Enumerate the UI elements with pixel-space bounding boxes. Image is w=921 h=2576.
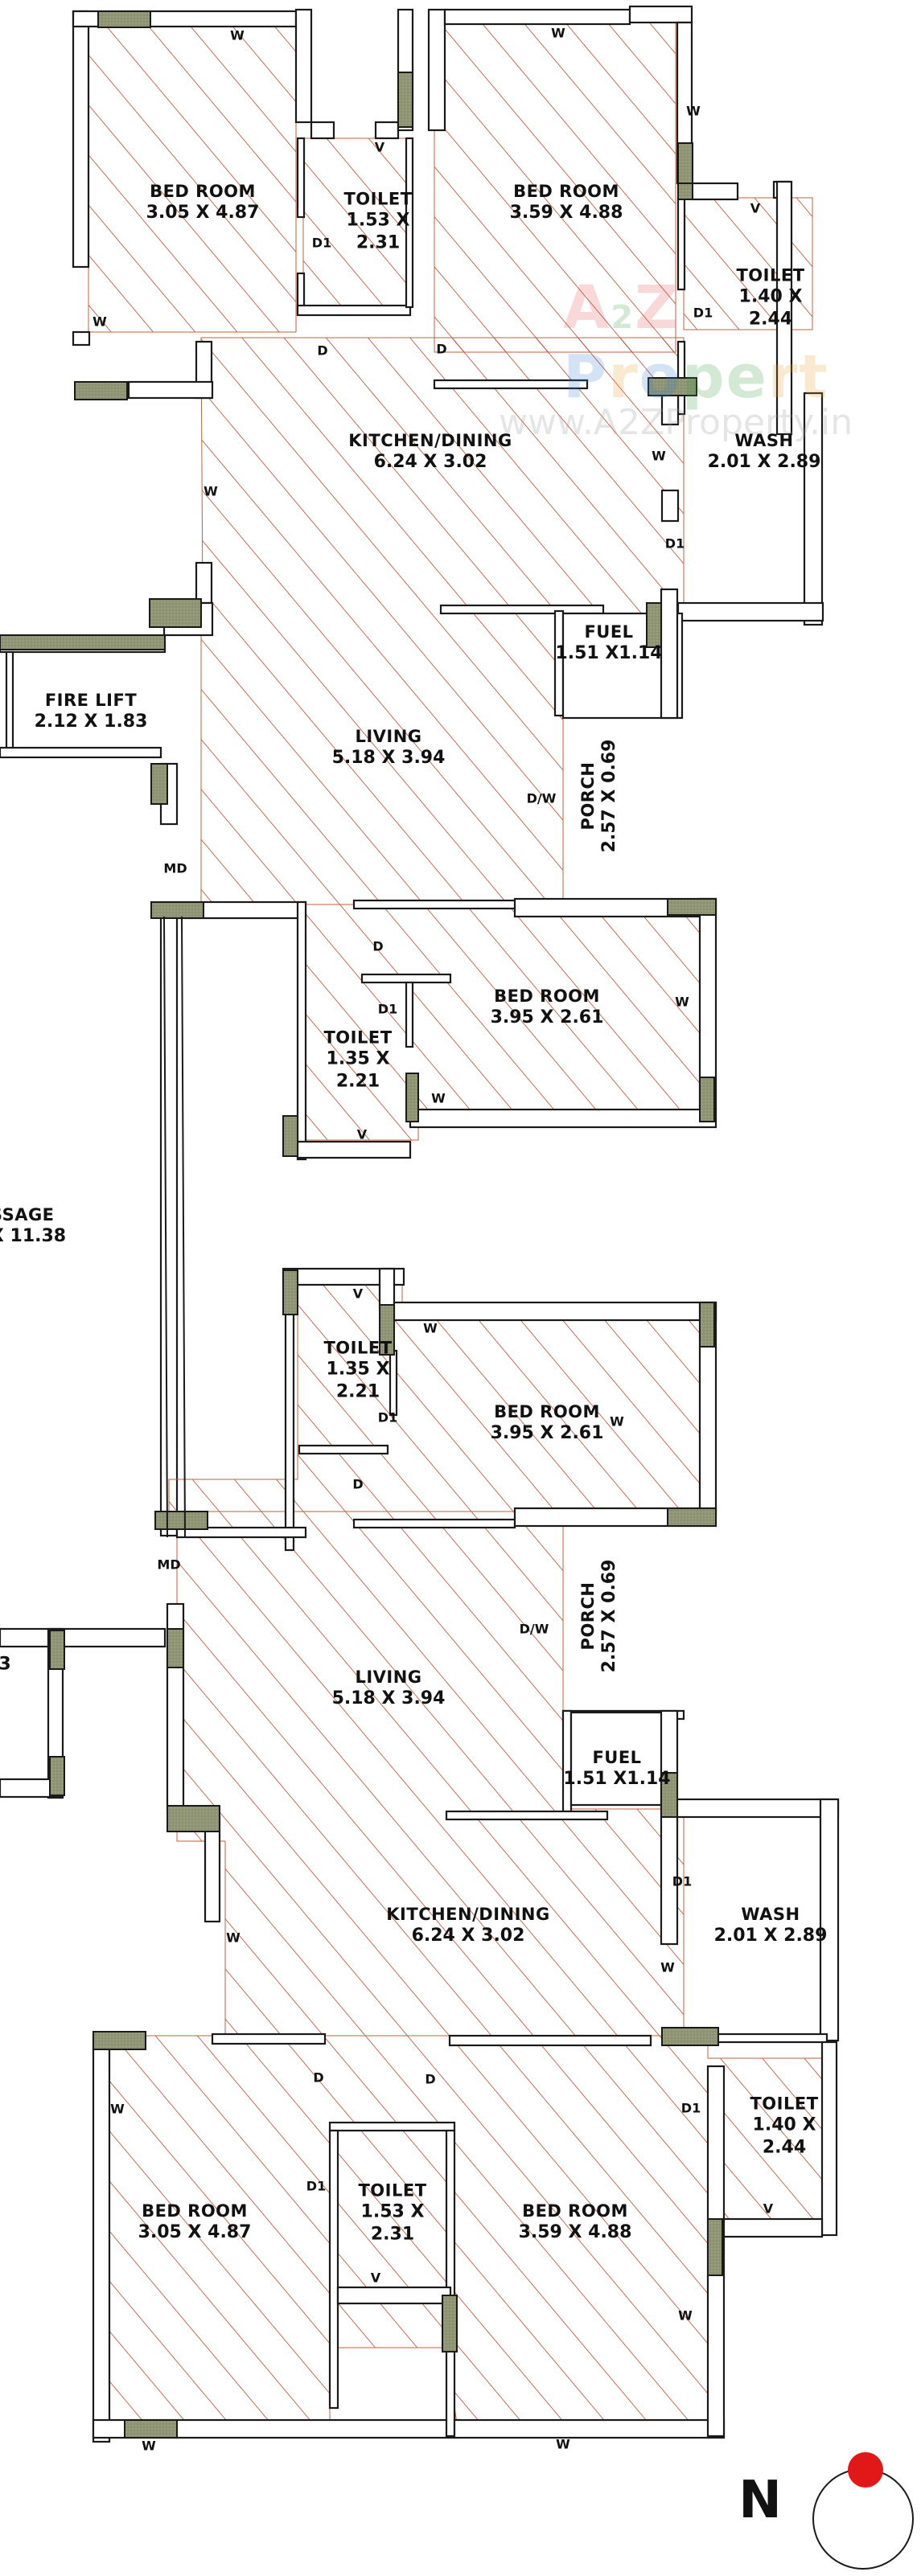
opening-tag-d: D xyxy=(317,343,328,359)
columns-top xyxy=(0,10,717,1157)
opening-tag-v: V xyxy=(352,1286,364,1302)
opening-tag-d1: D1 xyxy=(306,2178,327,2194)
opening-tag-d1: D1 xyxy=(664,535,685,552)
compass-north-label: N xyxy=(738,2471,782,2530)
opening-tag-w: W xyxy=(675,994,689,1010)
opening-tag-w: W xyxy=(423,1320,438,1336)
hatched-floor-top xyxy=(88,22,813,1141)
opening-tag-v: V xyxy=(356,1126,368,1142)
opening-tag-d1: D1 xyxy=(311,235,332,251)
unit-bottom xyxy=(0,1267,840,2443)
opening-tag-d: D xyxy=(352,1476,364,1492)
opening-tag-w: W xyxy=(110,2101,125,2117)
north-compass xyxy=(812,2452,914,2570)
opening-tag-v: V xyxy=(370,2270,381,2286)
north-indicator-dot xyxy=(848,2452,883,2488)
opening-tag-w: W xyxy=(556,2436,570,2452)
walls-bottom xyxy=(0,1267,840,2443)
opening-tag-w: W xyxy=(660,1959,675,1975)
opening-tag-w: W xyxy=(686,103,701,119)
opening-tag-md: MD xyxy=(163,860,187,876)
opening-tag-v: V xyxy=(750,200,761,216)
opening-tag-w: W xyxy=(93,314,107,330)
opening-tag-w: W xyxy=(142,2438,156,2454)
opening-tag-w: W xyxy=(652,448,666,464)
opening-tag-d1: D1 xyxy=(693,305,713,321)
opening-tag-w: W xyxy=(204,483,218,499)
opening-tag-w: W xyxy=(230,27,245,43)
passage-lines xyxy=(163,916,186,1538)
opening-tag-w: W xyxy=(678,2307,693,2324)
opening-tag-w: W xyxy=(226,1930,241,1946)
opening-tag-v: V xyxy=(374,139,385,155)
opening-tag-v: V xyxy=(763,2201,774,2217)
opening-tag-d1: D1 xyxy=(680,2100,701,2116)
opening-tag-w: W xyxy=(431,1090,446,1106)
opening-tag-w: W xyxy=(551,25,565,41)
columns-bottom xyxy=(49,1270,723,2439)
opening-tag-w: W xyxy=(610,1413,624,1430)
opening-tag-d: D xyxy=(436,341,447,357)
unit-top xyxy=(0,5,824,1537)
hatched-floor-bottom xyxy=(108,1284,823,2437)
opening-tag-d1: D1 xyxy=(672,1873,693,1889)
opening-tag-d: D xyxy=(425,2071,436,2087)
opening-tag-d1: D1 xyxy=(377,1409,398,1425)
opening-tag-d-w: D/W xyxy=(519,1621,549,1637)
opening-tag-d1: D1 xyxy=(377,1001,398,1017)
room-label-passage: SSAGEX 11.38 xyxy=(0,1205,67,1247)
room-label-lift-bottom: 3 xyxy=(0,1654,11,1675)
opening-tag-d: D xyxy=(313,2069,324,2086)
opening-tag-d: D xyxy=(372,938,384,954)
opening-tag-md: MD xyxy=(157,1557,181,1573)
opening-tag-d-w: D/W xyxy=(526,790,557,806)
